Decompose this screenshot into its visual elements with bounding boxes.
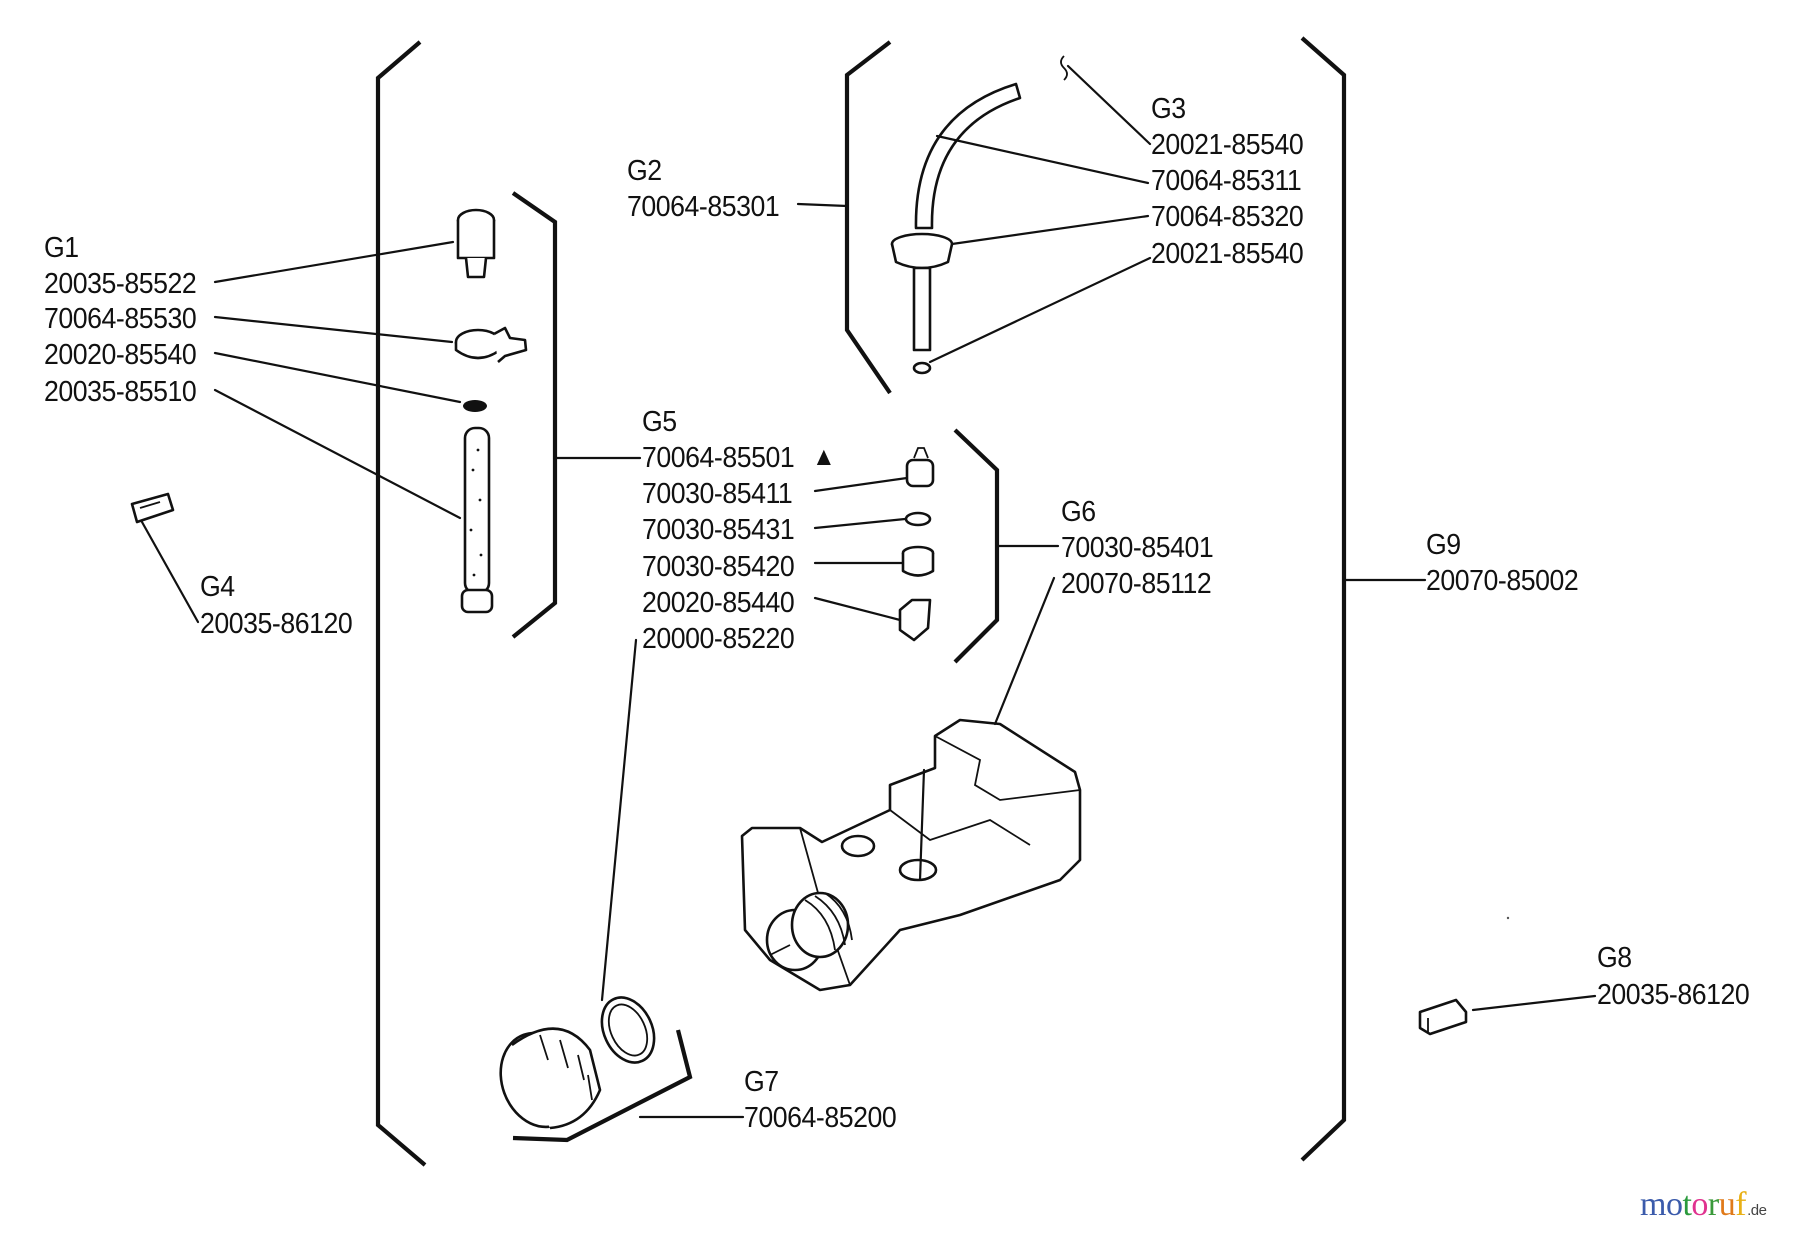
g1-filter-tube-part: [460, 426, 494, 614]
logo-letter: t: [1682, 1186, 1692, 1223]
group-label-g8: G8: [1597, 942, 1632, 974]
leader-20035-85522: [213, 240, 455, 284]
leader-g3-20021-85540b: [928, 256, 1152, 364]
g3-spring-part: [1060, 55, 1068, 81]
g1-cap-part: [456, 208, 496, 279]
g4-clip-part: [130, 492, 175, 524]
g3-ring-part: [912, 361, 932, 375]
leader-g2: [796, 202, 849, 208]
group-label-g9: G9: [1426, 529, 1461, 561]
bracket-g6: [953, 428, 1000, 664]
g5-washer-part: [904, 511, 932, 527]
part-number[interactable]: 20070-85002: [1426, 565, 1579, 597]
group-label-g5: G5: [642, 406, 677, 438]
part-number[interactable]: 20020-85440: [642, 587, 795, 619]
part-number[interactable]: 70064-85501: [642, 442, 795, 474]
leader-20035-85510: [213, 388, 462, 520]
leader-20070-85112: [993, 576, 1056, 726]
g7-gasket-part: [600, 996, 656, 1064]
logo-letter: u: [1718, 1186, 1736, 1223]
part-number[interactable]: 20035-86120: [200, 608, 353, 640]
leader-g8: [1471, 994, 1597, 1012]
bracket-g7: [512, 1029, 693, 1143]
g5-fitting-part: [905, 447, 935, 488]
stray-dot: [1506, 916, 1510, 920]
part-number[interactable]: 20021-85540: [1151, 129, 1304, 161]
part-number[interactable]: 20020-85540: [44, 339, 197, 371]
part-number[interactable]: 20035-85510: [44, 376, 197, 408]
group-label-g1: G1: [44, 232, 79, 264]
part-number[interactable]: 20000-85220: [642, 623, 795, 655]
part-number[interactable]: 70064-85311: [1151, 165, 1302, 197]
watermark-logo: motoruf.de: [1640, 1186, 1767, 1224]
part-number[interactable]: 70030-85431: [642, 514, 795, 546]
leader-20000-85220: [600, 638, 638, 1002]
g2-fuel-hose-part: [890, 82, 1022, 352]
logo-letter: m: [1640, 1186, 1666, 1223]
part-number[interactable]: 70064-85301: [627, 191, 780, 223]
part-number[interactable]: 20021-85540: [1151, 238, 1304, 270]
leader-70064-85311: [935, 134, 1150, 185]
g6-fuel-tank-part: [740, 718, 1082, 992]
part-number[interactable]: 70064-85320: [1151, 201, 1304, 233]
leader-70064-85320: [950, 214, 1150, 246]
group-label-g6: G6: [1061, 496, 1096, 528]
leader-70030-85411: [813, 476, 909, 493]
logo-letter: o: [1691, 1186, 1708, 1223]
logo-letter: o: [1665, 1186, 1683, 1223]
bracket-g9-left: [375, 40, 427, 1167]
leader-20020-85440: [813, 596, 902, 622]
logo-letter: r: [1707, 1186, 1719, 1223]
leader-g3-20021-85540a: [1066, 64, 1152, 146]
leader-g4: [140, 520, 200, 624]
g5-clip-part: [898, 598, 932, 642]
part-number[interactable]: 70064-85530: [44, 303, 197, 335]
part-number[interactable]: 70030-85420: [642, 551, 795, 583]
part-number[interactable]: 20035-85522: [44, 268, 197, 300]
part-number[interactable]: 20070-85112: [1061, 568, 1212, 600]
bracket-g1: [511, 191, 558, 639]
group-label-g3: G3: [1151, 93, 1186, 125]
g1-clamp-part: [454, 326, 528, 363]
group-label-g4: G4: [200, 571, 235, 603]
tank-tube-line: [918, 768, 926, 882]
part-number[interactable]: 70030-85401: [1061, 532, 1214, 564]
group-label-g7: G7: [744, 1066, 779, 1098]
g5-filter-part: [901, 545, 935, 577]
bracket-g9-right: [1300, 36, 1347, 1162]
logo-tld: .de: [1747, 1202, 1767, 1219]
leader-70064-85530: [213, 315, 454, 344]
g1-oring-part: [463, 400, 487, 412]
bracket-g2: [844, 40, 892, 395]
group-label-g2: G2: [627, 155, 662, 187]
leader-70030-85431: [813, 517, 907, 530]
part-number[interactable]: 70064-85200: [744, 1102, 897, 1134]
g7-fuel-cap-part: [499, 1027, 602, 1130]
warning-triangle-icon: ▲: [812, 441, 836, 471]
part-number[interactable]: 20035-86120: [1597, 979, 1750, 1011]
part-number[interactable]: 70030-85411: [642, 478, 793, 510]
logo-letter: f: [1735, 1186, 1747, 1223]
g8-clip-part: [1418, 998, 1468, 1036]
leader-20020-85540: [213, 351, 462, 404]
